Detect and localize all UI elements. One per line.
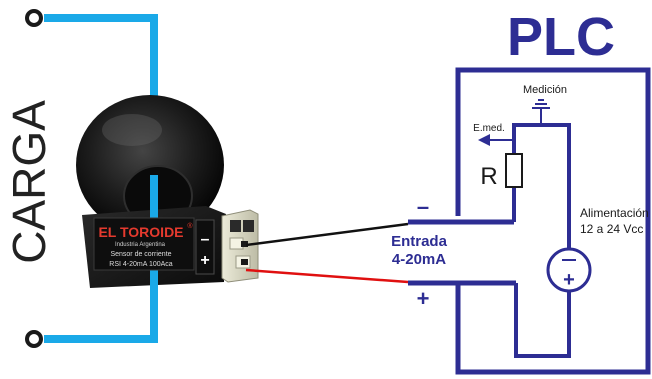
power-supply-plus: + xyxy=(563,269,575,291)
plc-block: PLC – + Entrada 4-20mA Medición E.med. R… xyxy=(391,7,651,375)
signal-wire-positive xyxy=(245,268,409,284)
power-supply-symbol xyxy=(546,247,592,293)
resistor-label: R xyxy=(480,163,497,190)
emed-arrow-head xyxy=(478,134,490,146)
input-label-line1: Entrada xyxy=(391,233,448,250)
plc-enclosure xyxy=(455,67,651,375)
signal-wire-negative xyxy=(245,222,409,247)
sensor-minus-mark: – xyxy=(201,231,210,248)
load-terminal-top xyxy=(25,9,43,27)
sensor-model: RSI 4-20mA 100Aca xyxy=(109,261,173,268)
sensor-terminal-block xyxy=(221,209,259,283)
sensor-label-plate xyxy=(93,217,195,271)
sensor-polarity-panel xyxy=(195,219,215,275)
sensor-ring-highlight xyxy=(102,114,162,146)
terminal-plus-label: + xyxy=(417,286,430,311)
input-label-line2: 4-20mA xyxy=(392,251,446,268)
resistor xyxy=(505,153,523,188)
plc-circuit-bottom xyxy=(514,283,571,358)
measurement-label: Medición xyxy=(523,84,567,96)
plc-title: PLC xyxy=(507,7,615,67)
load-label: CARGA xyxy=(3,100,55,264)
sensor-trademark: ® xyxy=(187,222,193,230)
sensor-plus-mark: + xyxy=(200,252,209,269)
supply-label-line2: 12 a 24 Vcc xyxy=(580,222,643,236)
load-terminal-bottom xyxy=(25,330,43,348)
sensor-brand: EL TOROIDE xyxy=(98,224,183,240)
sensor-company: Industria Argentina xyxy=(115,242,166,248)
terminal-minus-label: – xyxy=(417,194,429,219)
emed-label: E.med. xyxy=(473,123,505,134)
supply-label-line1: Alimentación xyxy=(580,206,649,220)
current-sensor: EL TOROIDE ® Industria Argentina Sensor … xyxy=(44,95,259,343)
sensor-product: Sensor de corriente xyxy=(110,251,171,258)
